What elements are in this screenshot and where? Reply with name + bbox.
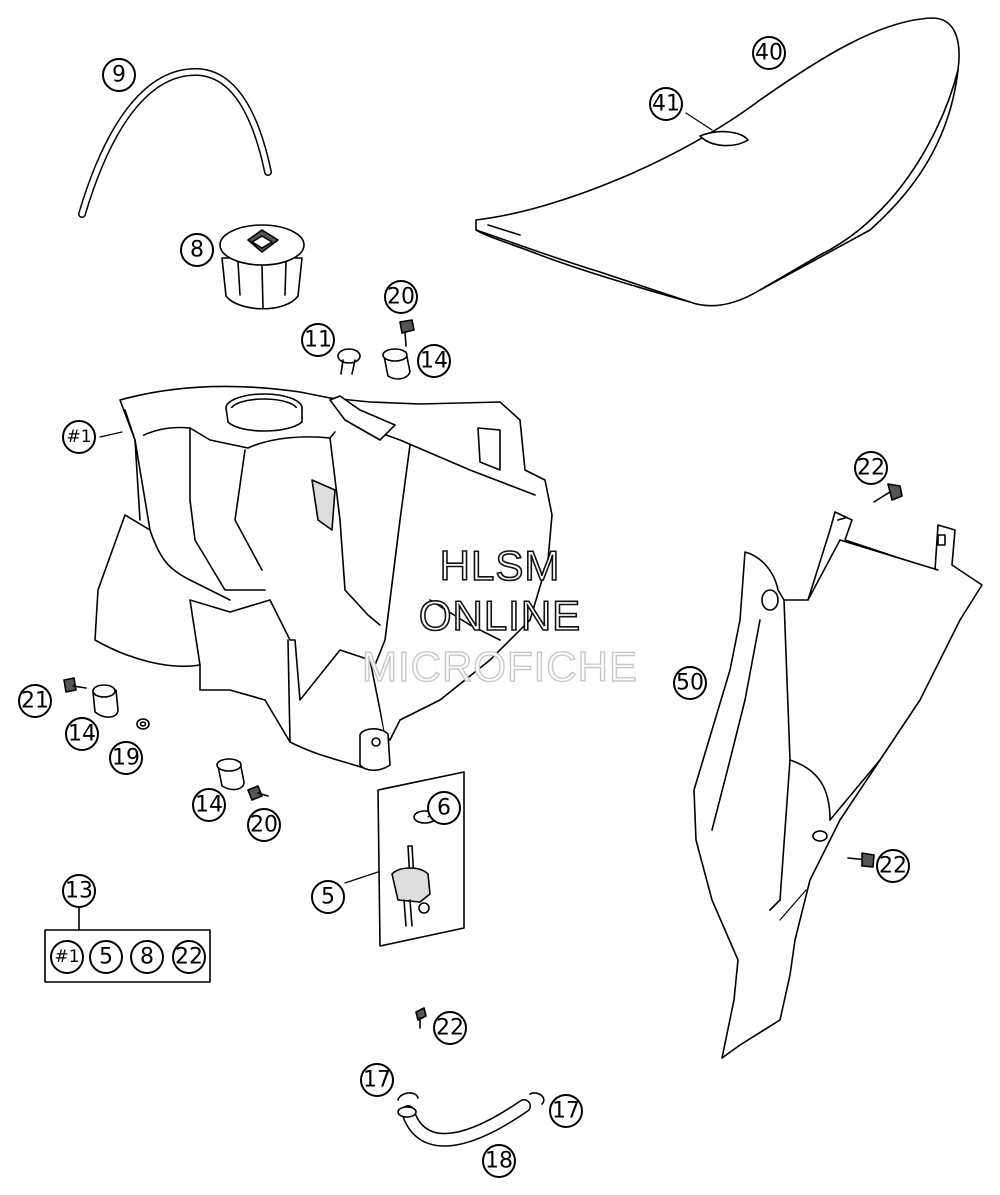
callout-circle-18 <box>482 1144 516 1178</box>
part-bushing-14-left <box>92 684 119 718</box>
leader-lines <box>99 112 807 947</box>
callout-18: 18 <box>485 1149 513 1174</box>
callout-1: #1 <box>66 427 91 447</box>
callout-14-left: 14 <box>68 722 96 747</box>
callout-41: 41 <box>652 92 680 117</box>
callout-circle-22a <box>854 451 888 485</box>
callout-circle-22c <box>433 1011 467 1045</box>
part-bolt-22-upper <box>873 483 903 503</box>
callout-8: 8 <box>190 238 204 263</box>
callout-circle-21 <box>18 684 52 718</box>
kit-circle-1 <box>50 940 84 974</box>
kit-item-22: 22 <box>175 945 203 970</box>
callout-20-lower: 20 <box>250 813 278 838</box>
kit-circle-5 <box>89 940 123 974</box>
part-seat <box>475 17 960 307</box>
watermark-line-3: MICROFICHE <box>361 643 638 690</box>
callout-5: 5 <box>321 885 335 910</box>
callout-6: 6 <box>437 796 451 821</box>
part-breather-hose <box>78 67 272 218</box>
part-screw-11 <box>337 348 361 375</box>
callout-11: 11 <box>304 328 332 353</box>
kit-item-5: 5 <box>99 945 113 970</box>
callout-21: 21 <box>21 689 49 714</box>
callout-circle-14b <box>65 717 99 751</box>
callout-circle-41 <box>649 87 683 121</box>
part-bolt-22-bottom <box>415 1007 427 1029</box>
part-bushing-14-lower <box>216 758 245 791</box>
part-screw-20-top <box>399 319 415 347</box>
callout-22-lower: 22 <box>879 854 907 879</box>
callout-50: 50 <box>676 671 704 696</box>
part-bushing-14-top <box>382 348 411 380</box>
callout-17-right: 17 <box>552 1099 580 1124</box>
part-screw-21 <box>63 677 87 693</box>
callouts <box>18 36 910 1178</box>
callout-17-left: 17 <box>363 1068 391 1093</box>
watermark-line-1: HLSM <box>439 542 561 589</box>
callout-circle-20b <box>247 808 281 842</box>
callout-14-lower: 14 <box>195 793 223 818</box>
kit-item-1: #1 <box>54 947 79 967</box>
callout-circle-1 <box>62 420 96 454</box>
callout-circle-40 <box>752 36 786 70</box>
part-screw-20-lower <box>247 785 269 801</box>
part-fuel-cap <box>219 224 305 310</box>
callout-22-bottom: 22 <box>436 1016 464 1041</box>
callout-19: 19 <box>112 746 140 771</box>
callout-circle-5 <box>311 880 345 914</box>
part-fuel-tank <box>94 385 553 772</box>
callout-circle-17a <box>360 1063 394 1097</box>
callout-circle-14c <box>192 788 226 822</box>
part-seat-label <box>699 130 749 147</box>
callout-9: 9 <box>112 63 126 88</box>
callout-22-upper: 22 <box>857 456 885 481</box>
watermark-line-2: ONLINE <box>418 592 582 639</box>
callout-circle-9 <box>102 58 136 92</box>
callout-circle-11 <box>301 323 335 357</box>
part-bolt-22-lower <box>847 852 875 868</box>
callout-circle-8 <box>180 233 214 267</box>
callout-circle-20a <box>384 280 418 314</box>
callout-13: 13 <box>65 879 93 904</box>
callout-20-top: 20 <box>387 285 415 310</box>
callout-labels: 9 8 40 41 20 11 14 #1 22 50 21 14 19 14 … <box>21 41 907 1174</box>
callout-circle-6 <box>427 791 461 825</box>
kit-item-8: 8 <box>140 945 154 970</box>
part-fuel-hose <box>397 1092 545 1147</box>
callout-circle-50 <box>673 666 707 700</box>
kit-circle-8 <box>130 940 164 974</box>
part-washer-19 <box>136 718 150 730</box>
part-side-cover <box>693 511 983 1059</box>
callout-circle-22b <box>876 849 910 883</box>
callout-circle-19 <box>109 741 143 775</box>
callout-circle-13 <box>62 874 96 908</box>
callout-40: 40 <box>755 41 783 66</box>
callout-circle-17b <box>549 1094 583 1128</box>
callout-14-top: 14 <box>420 349 448 374</box>
callout-circle-14a <box>417 344 451 378</box>
kit-circle-22 <box>172 940 206 974</box>
